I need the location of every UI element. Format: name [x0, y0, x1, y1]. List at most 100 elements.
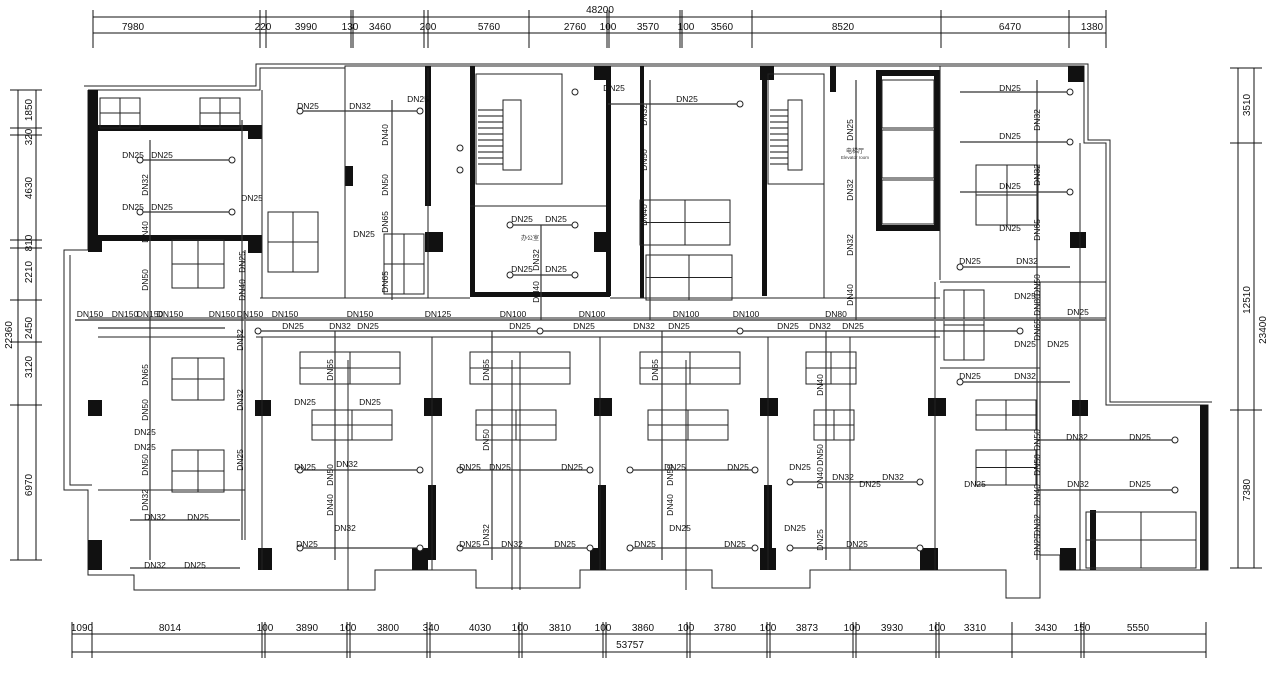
pipe-size-label: DN40	[380, 124, 390, 146]
pipe-size-label: DN32	[235, 389, 245, 411]
pipe-size-label: DN40	[325, 494, 335, 516]
pipe-size-label: DN25	[297, 101, 319, 111]
pipe-size-label: DN25	[859, 479, 881, 489]
pipe-size-label: DN150	[77, 309, 104, 319]
water-supply-pipes	[75, 80, 1175, 569]
pipe-size-label: DN25	[959, 371, 981, 381]
pipe-size-label: DN32	[1032, 164, 1042, 186]
pipe-size-label: DN65	[380, 211, 390, 233]
bathroom-pods	[99, 97, 1197, 569]
pipe-size-label: DN125	[425, 309, 452, 319]
pipe-size-label: DN50	[140, 269, 150, 291]
pipe-size-label: DN25	[999, 223, 1021, 233]
pipe-size-label: DN40	[531, 281, 541, 303]
pipe-size-label: DN25	[845, 119, 855, 141]
dimension-value: 100	[678, 623, 695, 634]
pipe-size-label: DN32	[1032, 109, 1042, 131]
pipe-size-label: DN25	[357, 321, 379, 331]
pipe-size-label: DN25	[959, 256, 981, 266]
pipe-size-label: DN50	[481, 429, 491, 451]
pipe-size-label: DN25	[664, 462, 686, 472]
pipe-size-label: DN80	[825, 309, 847, 319]
pipe-size-label: DN25	[846, 539, 868, 549]
pipe-size-label: DN25	[1047, 339, 1069, 349]
pipe-size-label: DN25	[187, 512, 209, 522]
pipe-size-label: DN150	[157, 309, 184, 319]
dimension-value: 8520	[832, 22, 855, 33]
pipe-size-label: DN25	[1129, 479, 1151, 489]
pipe-size-label: DN25	[353, 229, 375, 239]
pipe-size-label: DN25	[134, 442, 156, 452]
pipe-size-label: DN100	[500, 309, 527, 319]
room-label-elevator-hall: 电梯厅	[846, 147, 864, 155]
dimension-value: 340	[423, 623, 440, 634]
dimension-value: 100	[844, 623, 861, 634]
pipe-size-label: DN32	[336, 459, 358, 469]
pipe-size-label: DN32	[1066, 432, 1088, 442]
pipe-size-label: DN25	[842, 321, 864, 331]
dimension-value: 3890	[296, 623, 319, 634]
pipe-size-label: DN50	[1032, 274, 1042, 296]
pipe-size-label: DN25	[359, 397, 381, 407]
pipe-size-label: DN50	[140, 399, 150, 421]
pipe-size-label: DN25	[668, 321, 690, 331]
pipe-size-label: DN40	[237, 279, 247, 301]
pipe-size-label: DN25	[676, 94, 698, 104]
pipe-size-label: DN50	[140, 454, 150, 476]
pipe-size-label: DN32	[349, 101, 371, 111]
pipe-size-label: DN25	[459, 462, 481, 472]
pipe-size-label: DN25	[789, 462, 811, 472]
pipe-size-label: DN25	[151, 150, 173, 160]
dimension-value: 3560	[711, 22, 734, 33]
pipe-size-label: DN32	[235, 329, 245, 351]
pipe-size-label: DN32	[832, 472, 854, 482]
dimension-value: 3310	[964, 623, 987, 634]
pipe-size-label: DN100	[673, 309, 700, 319]
pipe-size-label: DN25	[999, 83, 1021, 93]
dimension-total-bottom: 53757	[616, 640, 644, 651]
dimension-value: 100	[760, 623, 777, 634]
pipe-size-label: DN25	[1067, 307, 1089, 317]
dimension-value: 320	[24, 128, 35, 145]
stair-left	[475, 73, 563, 185]
dimension-total-right: 23400	[1258, 316, 1269, 344]
pipe-size-label: DN50	[1032, 429, 1042, 451]
room-label-elevator-hall-en: Elevator room	[841, 155, 869, 160]
dimension-value: 100	[512, 623, 529, 634]
pipe-size-label: DN25	[489, 462, 511, 472]
pipe-size-label: DN80	[1032, 294, 1042, 316]
dimension-value: 130	[342, 22, 359, 33]
pipe-size-label: DN25	[634, 539, 656, 549]
pipe-size-label: DN25	[122, 150, 144, 160]
pipe-size-label: DN50	[665, 464, 675, 486]
pipe-size-label: DN25	[407, 94, 429, 104]
pipe-size-label: DN25	[509, 321, 531, 331]
pipe-size-label: DN25	[724, 539, 746, 549]
pipe-size-label: DN40	[639, 204, 649, 226]
pipe-size-label: DN25	[294, 397, 316, 407]
dimension-value: 3800	[377, 623, 400, 634]
pipe-size-label: DN25	[282, 321, 304, 331]
pipe-size-label: DN25	[241, 193, 263, 203]
pipe-size-label: DN25	[294, 462, 316, 472]
pipe-size-label: DN32	[1016, 256, 1038, 266]
dimension-value: 220	[255, 22, 272, 33]
pipe-size-label: DN32	[633, 321, 655, 331]
dimension-value: 100	[678, 22, 695, 33]
dimension-value: 1380	[1081, 22, 1104, 33]
dimension-value: 5760	[478, 22, 501, 33]
pipe-size-label: DN25	[815, 529, 825, 551]
dimension-value: 3780	[714, 623, 737, 634]
dimension-value: 100	[595, 623, 612, 634]
dimension-value: 200	[420, 22, 437, 33]
pipe-size-label: DN32	[1067, 479, 1089, 489]
pipe-size-label: DN150	[112, 309, 139, 319]
dimension-value: 8014	[159, 623, 182, 634]
dimension-value: 4030	[469, 623, 492, 634]
pipe-size-label: DN40	[665, 494, 675, 516]
pipe-size-label: DN32	[501, 539, 523, 549]
pipe-size-label: DN40	[815, 374, 825, 396]
pipe-size-label: DN150	[237, 309, 264, 319]
dimension-value: 3930	[881, 623, 904, 634]
pipe-size-label: DN25	[784, 523, 806, 533]
